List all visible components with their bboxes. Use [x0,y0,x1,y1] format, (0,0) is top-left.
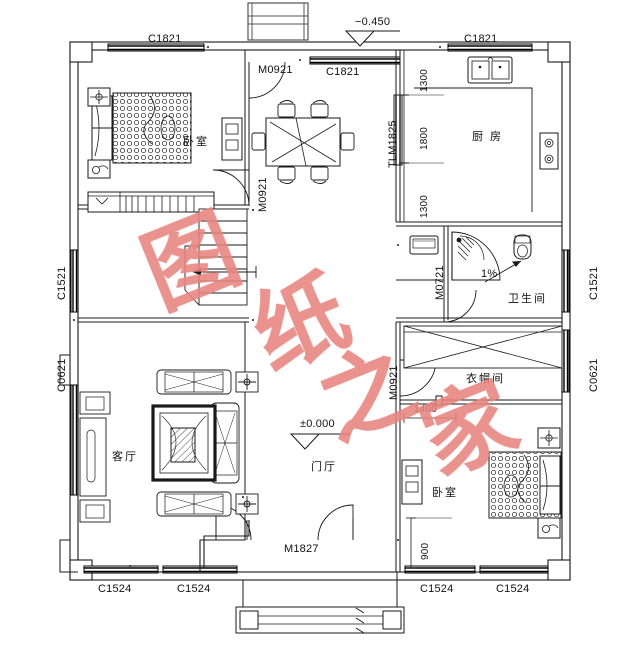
window-tag-bottom-right-1: C1524 [420,583,454,595]
wall-ticks [73,46,441,567]
dining-table [251,100,355,184]
entry-recess [199,520,250,572]
window-tag-left-lower: C0621 [56,358,68,392]
living-room-furniture [79,369,259,523]
room-label-bathroom: 卫生间 [508,293,547,305]
elevation-markers [289,30,400,450]
room-label-entry-hall: 门厅 [311,461,337,473]
kitchen-fixtures [414,56,559,212]
sliding-door-dining [393,94,403,166]
window-tag-right-upper: C1521 [588,266,600,300]
corner-columns [69,41,571,581]
porch-elevation-label: −0.450 [355,16,391,28]
room-label-wardrobe-room: 衣帽间 [466,373,505,385]
door-tag-sliding-dining: TLM1825 [387,120,399,168]
bedroom-upper-left-furniture [87,87,243,213]
room-label-kitchen: 厨 房 [472,131,504,143]
porch-canopy [247,2,309,41]
window-tag-top-left: C1821 [148,33,182,45]
door-tag-bedroom-ul-side: M0921 [257,177,269,212]
window-openings [70,43,570,574]
entry-elevation-label: ±0.000 [300,418,335,430]
window-tag-bottom-left-2: C1524 [177,583,211,595]
window-tag-top-right: C1821 [464,33,498,45]
dimension-bedroom-900: 900 [420,542,431,560]
door-tag-wardrobe: M0921 [388,365,400,400]
staircase [184,208,257,306]
room-label-bedroom-upper-left: 卧室 [183,136,209,148]
window-tag-bottom-left-1: C1524 [98,583,132,595]
door-tag-bathroom: M0721 [434,265,446,300]
dimension-kitchen-1300-bottom: 1300 [419,194,430,218]
room-label-living-room: 客厅 [112,451,138,463]
dimension-kitchen-1300-top: 1300 [419,68,430,92]
dimension-wardrobe-1400: 1400 [414,404,438,415]
door-tag-bedroom-ul-top: M0921 [258,64,293,76]
dimension-lines [399,49,457,569]
window-tag-top-mid: C1821 [326,66,360,78]
section-marker-bottom [235,572,405,634]
door-tag-entry-main: M1827 [284,543,319,555]
bedroom-lower-right-furniture [401,427,562,539]
washbasin-alcove [409,235,439,255]
room-label-bedroom-lower-right: 卧室 [432,487,458,499]
wall-jogs [59,354,78,573]
dimension-kitchen-1800: 1800 [419,126,430,150]
window-tag-right-lower: C0621 [588,358,600,392]
window-tag-bottom-right-2: C1524 [496,583,530,595]
wardrobe-room-closet [403,325,563,406]
bathroom-fixtures [451,231,532,283]
slope-annotation-bathroom: 1% [481,268,498,280]
window-tag-left-upper: C1521 [56,266,68,300]
